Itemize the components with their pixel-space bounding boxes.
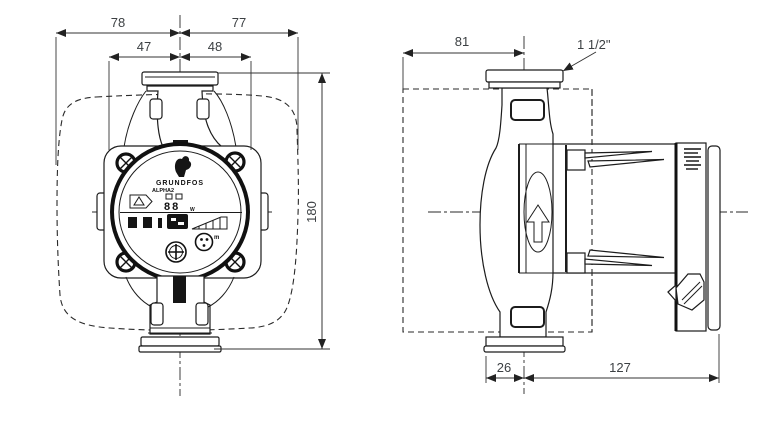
ramp-unit: m [214,235,219,241]
bottom-neck-outer-left [125,276,153,308]
bottom-flange [140,336,220,347]
dim-text-77: 77 [232,15,246,30]
connection-leader [562,51,597,72]
faceplate: GRUNDFOS ALPHA2 88 W [120,156,242,263]
mode-indicator-squares [128,217,162,228]
top-port-cutout [510,99,545,121]
bottom-union-tab-left [150,302,164,326]
dim-text-26: 26 [497,360,511,375]
bottom-flange-lip [138,345,222,353]
grundfos-crest-icon [174,156,192,177]
insulation-shell-outline-front [56,93,299,331]
vent-screw-icon [165,241,187,263]
display-value: 88 [164,201,180,213]
dim-text-81: 81 [455,34,469,49]
connection-size-text: 1 1/2" [577,37,611,52]
dim-text-78: 78 [111,15,125,30]
top-neck-outer-left [123,90,147,148]
model-text: ALPHA2 [152,188,174,194]
cable-plug [667,273,705,311]
clamp-spring-bottom [566,249,665,274]
autoadapt-indicator [167,214,188,229]
rating-label-lines [684,148,701,170]
front-view: GRUNDFOS ALPHA2 88 W [55,15,330,396]
plug-icon [194,232,214,252]
dim-text-180: 180 [304,201,319,223]
dim-text-127: 127 [609,360,631,375]
bottom-neck-outer-right [207,276,235,308]
side-view: 81 1 1/2" 26 127 [402,34,748,394]
pump-housing-profile [479,87,554,338]
dim-text-48: 48 [208,39,222,54]
dim-text-47: 47 [137,39,151,54]
top-neck-outer-right [213,90,237,148]
side-top-flange [485,69,564,83]
top-union-tab-left [149,98,163,120]
warning-label-icon [129,194,153,209]
side-bottom-flange-lip [483,345,566,353]
side-top-flange-lip [488,81,561,89]
flow-direction-arrow-icon [523,171,553,253]
display: 88 W [164,193,195,213]
top-flange [141,71,219,86]
bottom-union-tab-right [195,302,209,326]
clamp-spring-top [566,149,665,171]
side-bottom-flange [485,336,564,347]
bottom-neck-bar [173,276,186,303]
brand-text: GRUNDFOS [156,180,204,187]
control-box-end-cap [707,145,721,331]
display-unit: W [190,207,195,213]
performance-ramp-icon [191,216,228,230]
top-union-tab-right [196,98,210,120]
bottom-port-cutout [510,306,545,328]
